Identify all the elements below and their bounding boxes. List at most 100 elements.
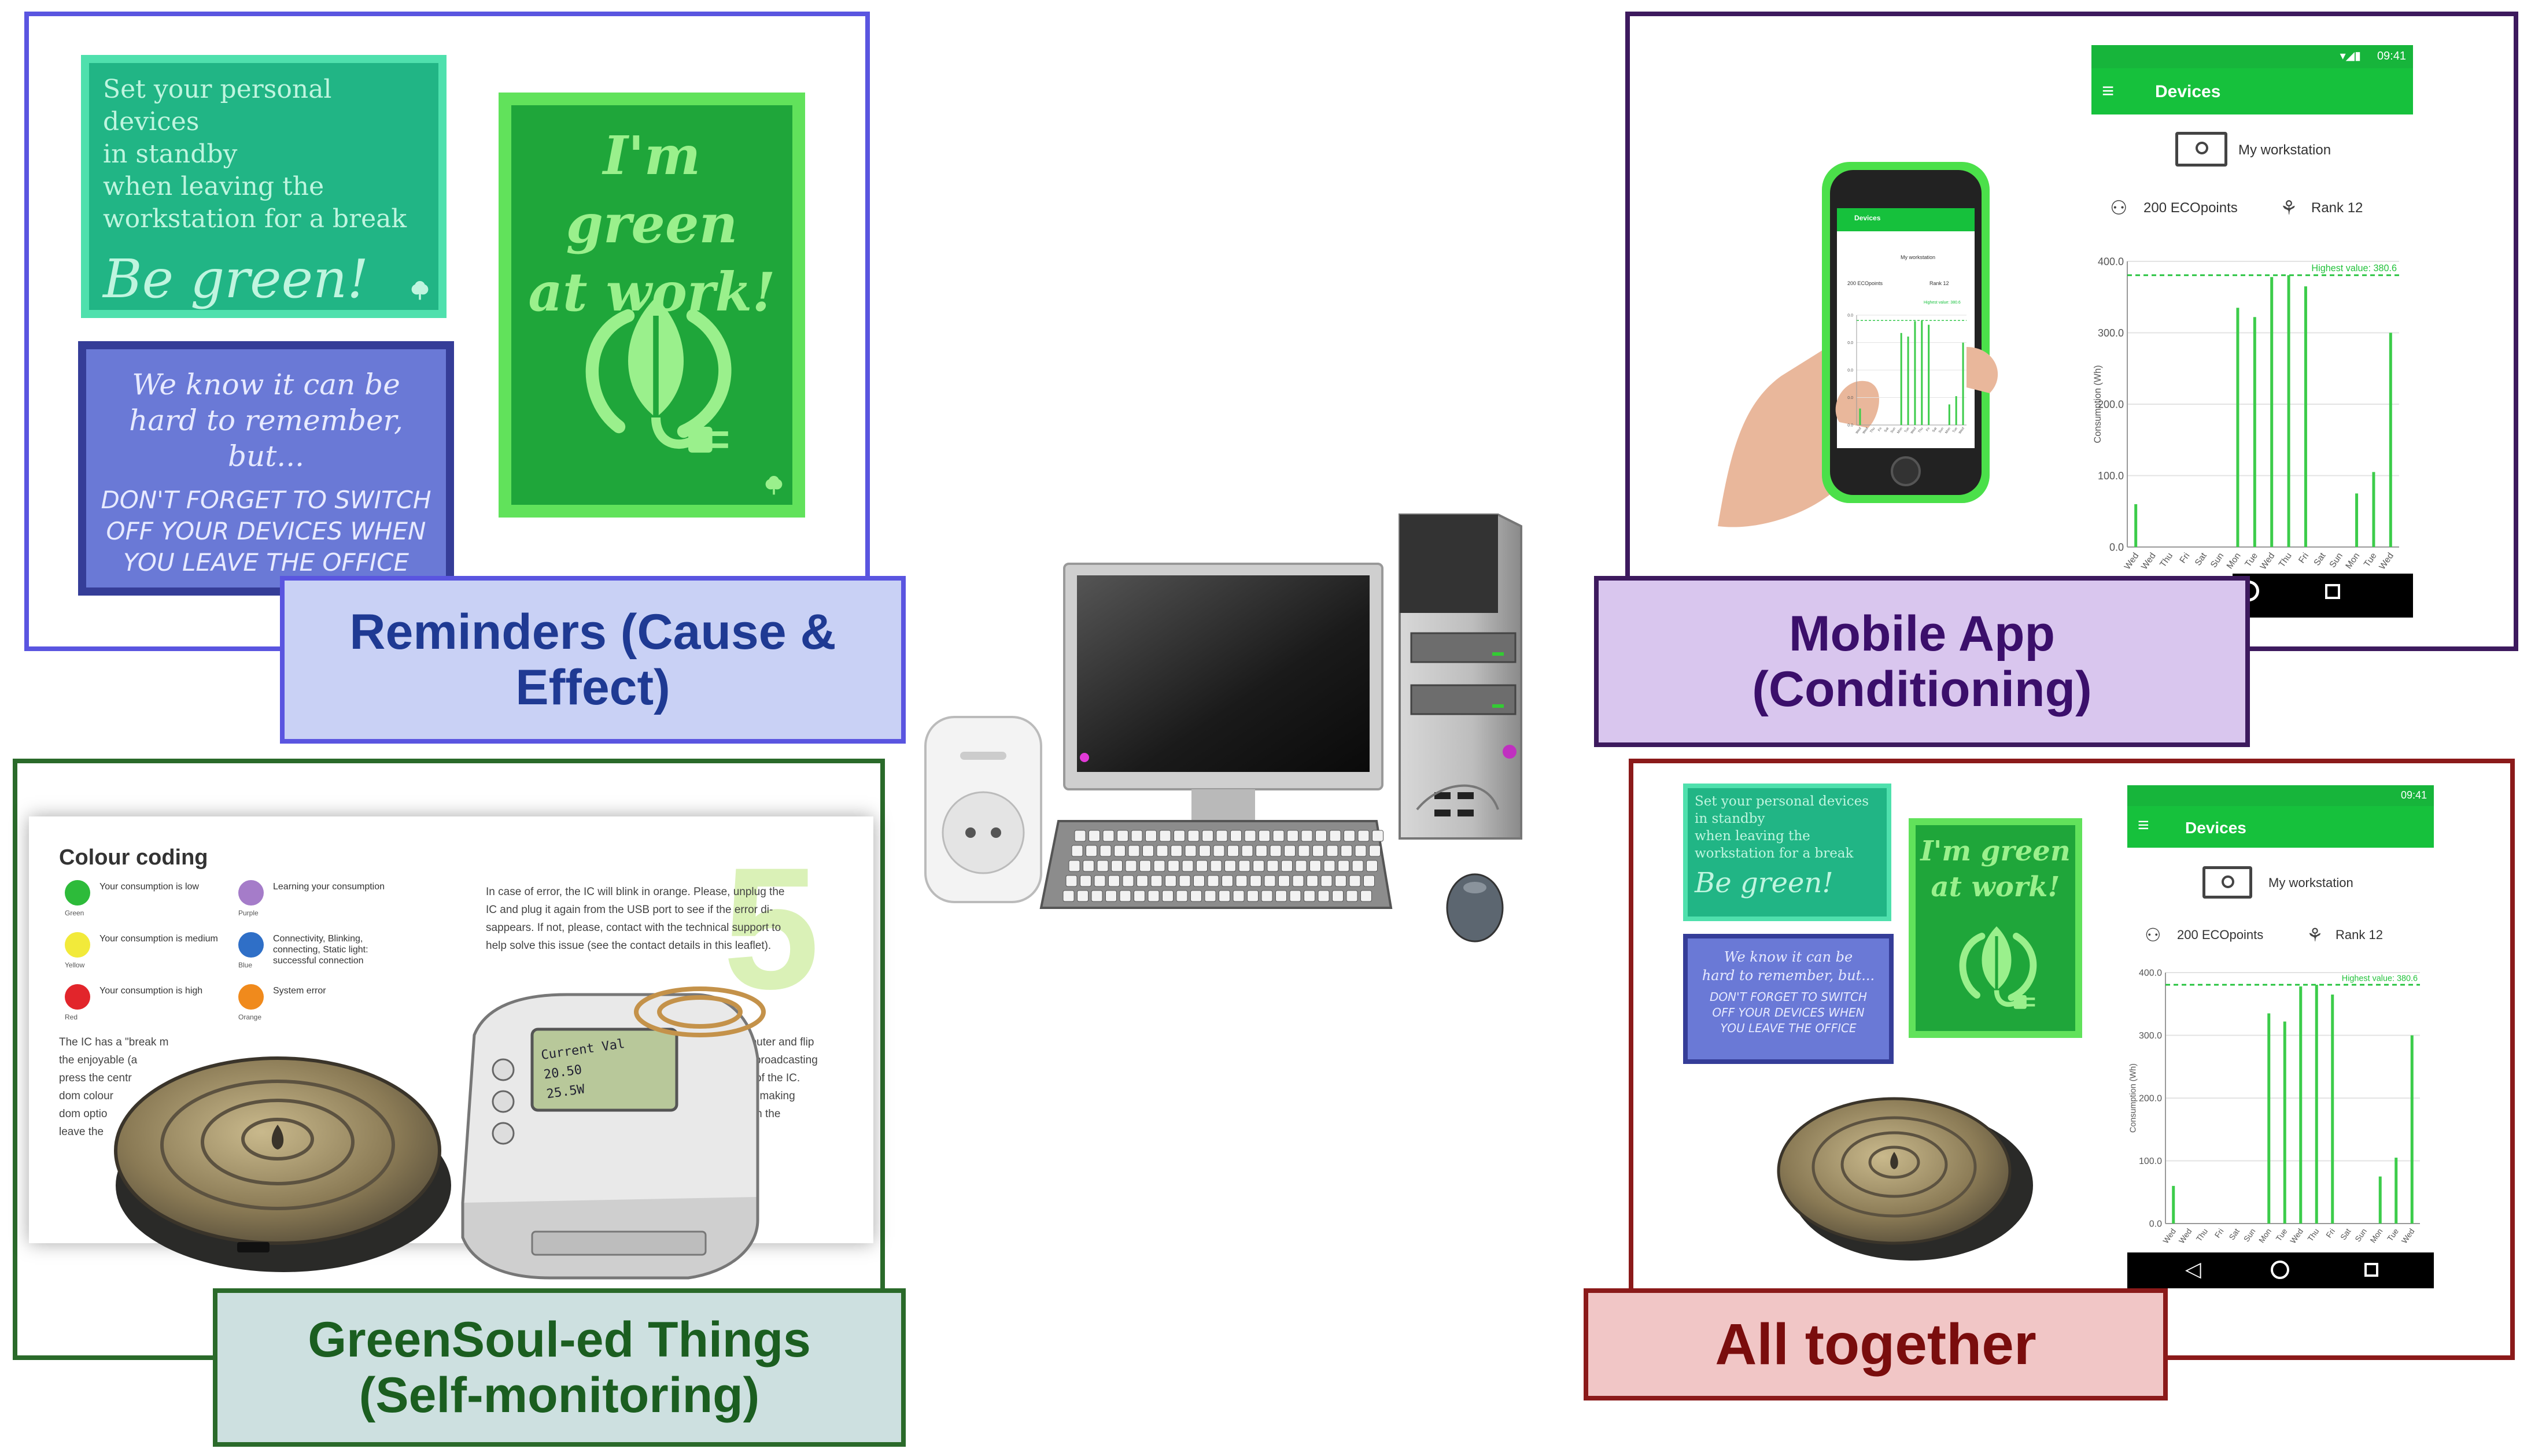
poster-green-small-line1: I'm green — [1920, 835, 2071, 867]
keyboard-key — [1315, 830, 1327, 842]
poster-remember-line4: OFF YOUR DEVICES WHEN — [106, 517, 426, 545]
recent-apps-icon[interactable] — [2325, 584, 2340, 599]
leaflet-title: Colour coding — [59, 845, 208, 870]
keyboard-key — [1349, 875, 1361, 887]
highest-value-label: Highest value: 380.6 — [2342, 974, 2418, 984]
keyboard-key — [1139, 860, 1151, 872]
keyboard-key — [1352, 860, 1364, 872]
back-icon[interactable]: ◁ — [2185, 1257, 2201, 1281]
keyboard-key — [1301, 830, 1313, 842]
x-tick-label: Mon — [1945, 427, 1952, 434]
things-label-line2: (Self-monitoring) — [359, 1368, 760, 1423]
keyboard-key — [1338, 860, 1349, 872]
legend-color-dot — [65, 932, 90, 958]
x-tick-label: Wed — [2289, 1227, 2305, 1245]
mini-header-title: Devices — [1854, 214, 1881, 222]
y-axis-label: Consumption (Wh) — [2128, 1063, 2138, 1133]
ecopoints: 200 ECOpoints — [2143, 200, 2238, 216]
keyboard-key — [1270, 845, 1282, 857]
keyboard-key — [1295, 860, 1307, 872]
keyboard-key — [1363, 875, 1375, 887]
ecopoints-icon: ⚇ — [2110, 197, 2128, 219]
recent-apps-icon[interactable] — [2364, 1263, 2378, 1277]
x-tick-label: Wed — [2139, 551, 2158, 571]
chart-bar — [2299, 986, 2303, 1224]
home-icon[interactable] — [2271, 1261, 2289, 1279]
x-tick-label: Wed — [2377, 551, 2396, 571]
poster-remember-small-line1: We know it can be — [1724, 949, 1853, 965]
x-tick-label: Sun — [2209, 551, 2226, 570]
y-tick-label: 300.0 — [2098, 327, 2124, 339]
keyboard-key — [1272, 830, 1285, 842]
energy-display-device — [461, 986, 766, 1280]
leaf-plug-icon — [563, 279, 748, 464]
menu-icon[interactable]: ≡ — [2138, 814, 2149, 836]
header-title-small: Devices — [2185, 819, 2246, 837]
chart-bar — [2267, 1013, 2271, 1224]
keyboard-key — [1153, 860, 1165, 872]
keyboard-key — [1193, 875, 1205, 887]
y-tick-label: 200.0 — [2098, 398, 2124, 410]
keyboard-key — [1119, 890, 1131, 902]
legend-color-name: Green — [65, 909, 84, 917]
keyboard-key — [1227, 845, 1239, 857]
keyboard-key — [1150, 875, 1163, 887]
y-tick-label: 100.0 — [1847, 396, 1853, 400]
y-tick-label: 200.0 — [1847, 368, 1853, 372]
monitor-icon[interactable] — [2202, 866, 2252, 899]
poster-remember-small: We know it can be hard to remember, but.… — [1683, 934, 1894, 1064]
poster-standby-small: Set your personal devices in standby whe… — [1683, 784, 1891, 921]
mini-highest-label: Highest value: 380.6 — [1924, 301, 1961, 305]
legend-text: Your consumption is high — [99, 986, 203, 996]
legend-color-name: Purple — [238, 909, 259, 917]
poster-remember-line5: YOU LEAVE THE OFFICE — [123, 548, 409, 577]
x-tick-label: Wed — [1862, 427, 1869, 434]
keyboard-key — [1253, 860, 1264, 872]
poster-standby-line1: Set your personal devices — [103, 75, 332, 136]
poster-green-line1: I'm green — [566, 124, 738, 255]
x-tick-label: Tue — [2274, 1227, 2289, 1243]
x-tick-label: Tue — [2386, 1227, 2400, 1243]
keyboard-key — [1309, 860, 1321, 872]
keyboard-key — [1304, 890, 1315, 902]
keyboard-key — [1267, 860, 1279, 872]
x-tick-label: Sat — [1884, 427, 1890, 433]
mobile-app-label-line1: Mobile App — [1788, 605, 2056, 662]
keyboard-key — [1185, 845, 1197, 857]
highest-value-label: Highest value: 380.6 — [2311, 263, 2397, 274]
keyboard-key — [1168, 860, 1179, 872]
menu-icon[interactable]: ≡ — [2102, 79, 2115, 102]
chart-bar — [2378, 1176, 2382, 1224]
x-tick-label: Wed — [1910, 427, 1917, 434]
y-tick-label: 200.0 — [2139, 1094, 2162, 1104]
keyboard-key — [1114, 845, 1126, 857]
monitor-icon[interactable] — [2175, 132, 2227, 167]
poster-remember-small-line2: hard to remember, but... — [1702, 967, 1875, 984]
keyboard-key — [1289, 890, 1301, 902]
keyboard-key — [1145, 830, 1157, 842]
left-text-line4: dom colour — [59, 1090, 113, 1102]
chart-bar — [2410, 1035, 2414, 1224]
x-tick-label: Mon — [2344, 551, 2362, 571]
things-label-line1: GreenSoul-ed Things — [308, 1311, 811, 1368]
legend-text: System error — [273, 986, 326, 996]
monitor — [1063, 563, 1383, 836]
status-time: 09:41 — [2377, 50, 2406, 62]
chart-bar — [1859, 408, 1861, 425]
keyboard-key — [1357, 830, 1370, 842]
legend-text: Your consumption is low — [99, 882, 199, 892]
legend-color-dot — [238, 880, 264, 906]
left-text-line2: the enjoyable (a — [59, 1054, 138, 1066]
y-tick-label: 100.0 — [2139, 1156, 2162, 1166]
legend-color-name: Blue — [238, 961, 253, 969]
keyboard-key — [1369, 845, 1381, 857]
keyboard-key — [1281, 860, 1293, 872]
mobile-app-label-line2: (Conditioning) — [1752, 662, 2092, 717]
app-header: ≡ Devices — [2091, 68, 2413, 114]
x-tick-label: Sun — [2327, 551, 2345, 570]
status-bar: 09:41 ▾◢▮ — [2091, 45, 2413, 68]
